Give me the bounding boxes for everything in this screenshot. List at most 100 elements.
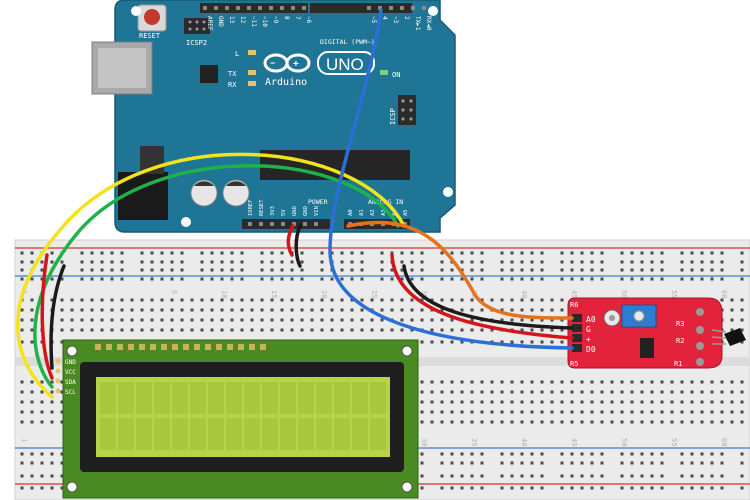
- breadboard-hole: [20, 486, 24, 490]
- breadboard-hole: [390, 308, 394, 312]
- breadboard-hole: [570, 400, 574, 404]
- breadboard-hole: [540, 277, 544, 281]
- breadboard-hole: [40, 380, 44, 384]
- breadboard-hole: [360, 308, 364, 312]
- breadboard-hole: [300, 318, 304, 322]
- breadboard-hole: [700, 461, 704, 465]
- breadboard-hole: [640, 486, 644, 490]
- breadboard-hole: [520, 400, 524, 404]
- breadboard-hole: [450, 486, 454, 490]
- breadboard-hole: [210, 268, 214, 272]
- breadboard-hole: [510, 390, 514, 394]
- breadboard-hole: [60, 298, 64, 302]
- breadboard-hole: [510, 380, 514, 384]
- icsp-label: ICSP: [389, 108, 397, 125]
- breadboard-hole: [630, 486, 634, 490]
- power-pin: [292, 222, 296, 226]
- breadboard-hole: [440, 328, 444, 332]
- column-number: 25: [370, 290, 378, 298]
- lcd-io-pin: [55, 368, 61, 374]
- breadboard-hole: [450, 390, 454, 394]
- breadboard-hole: [590, 251, 594, 255]
- breadboard-hole: [520, 318, 524, 322]
- breadboard-hole: [230, 298, 234, 302]
- breadboard-hole: [320, 298, 324, 302]
- breadboard-hole: [300, 277, 304, 281]
- breadboard-hole: [500, 268, 504, 272]
- breadboard-hole: [190, 308, 194, 312]
- lcd-pin: [106, 344, 112, 350]
- breadboard-hole: [570, 380, 574, 384]
- breadboard-hole: [270, 277, 274, 281]
- lcd-char-cell: [244, 418, 260, 450]
- breadboard-hole: [60, 400, 64, 404]
- breadboard-hole: [600, 452, 604, 456]
- lcd-char-cell: [226, 418, 242, 450]
- breadboard-hole: [560, 318, 564, 322]
- breadboard-hole: [640, 380, 644, 384]
- breadboard-hole: [360, 251, 364, 255]
- breadboard-hole: [60, 390, 64, 394]
- breadboard-hole: [510, 298, 514, 302]
- breadboard-hole: [290, 298, 294, 302]
- breadboard-hole: [640, 474, 644, 478]
- breadboard-hole: [540, 268, 544, 272]
- breadboard-hole: [200, 328, 204, 332]
- breadboard-hole: [320, 277, 324, 281]
- breadboard-hole: [110, 318, 114, 322]
- wires: [16, 8, 574, 399]
- breadboard-hole: [490, 298, 494, 302]
- breadboard-hole: [440, 340, 444, 344]
- breadboard-hole: [180, 318, 184, 322]
- breadboard-hole: [440, 268, 444, 272]
- power-pins: [248, 222, 318, 226]
- breadboard-hole: [120, 308, 124, 312]
- breadboard-hole: [630, 380, 634, 384]
- digital-pin-label: 7: [294, 16, 301, 20]
- breadboard-hole: [690, 277, 694, 281]
- breadboard-hole: [540, 298, 544, 302]
- breadboard-hole: [700, 474, 704, 478]
- breadboard-hole: [420, 474, 424, 478]
- breadboard-hole: [550, 400, 554, 404]
- digital-pin: [400, 6, 404, 10]
- breadboard-hole: [590, 268, 594, 272]
- column-number: 40: [520, 290, 528, 298]
- breadboard-hole: [700, 420, 704, 424]
- breadboard-hole: [370, 318, 374, 322]
- breadboard-hole: [660, 260, 664, 264]
- breadboard-hole: [600, 268, 604, 272]
- breadboard-hole: [470, 452, 474, 456]
- lcd-io-pin-label: VCC: [65, 369, 76, 376]
- breadboard-hole: [210, 277, 214, 281]
- breadboard-hole: [570, 260, 574, 264]
- lcd-pin: [205, 344, 211, 350]
- lcd-pin: [150, 344, 156, 350]
- breadboard-hole: [420, 486, 424, 490]
- breadboard-hole: [620, 268, 624, 272]
- lcd-char-cell: [190, 382, 206, 414]
- breadboard-hole: [490, 328, 494, 332]
- breadboard-hole: [610, 390, 614, 394]
- analog-pin-label: A1: [359, 209, 365, 216]
- lcd-char-cell: [190, 418, 206, 450]
- breadboard-hole: [140, 318, 144, 322]
- breadboard-hole: [70, 308, 74, 312]
- column-number: 45: [570, 290, 578, 298]
- breadboard-hole: [710, 260, 714, 264]
- power-pin-label: 5V: [281, 209, 287, 216]
- sensor-component-label: R2: [676, 337, 684, 345]
- brand-name: Arduino: [265, 77, 307, 88]
- breadboard-hole: [540, 340, 544, 344]
- power-pin-label: VIN: [314, 206, 320, 216]
- breadboard-hole: [560, 340, 564, 344]
- breadboard-hole: [470, 318, 474, 322]
- digital-pin-label: 4: [381, 16, 388, 20]
- breadboard-hole: [740, 486, 744, 490]
- reset-button[interactable]: [144, 9, 160, 25]
- breadboard-hole: [300, 298, 304, 302]
- breadboard-hole: [530, 461, 534, 465]
- breadboard-hole: [620, 390, 624, 394]
- breadboard-hole: [530, 277, 534, 281]
